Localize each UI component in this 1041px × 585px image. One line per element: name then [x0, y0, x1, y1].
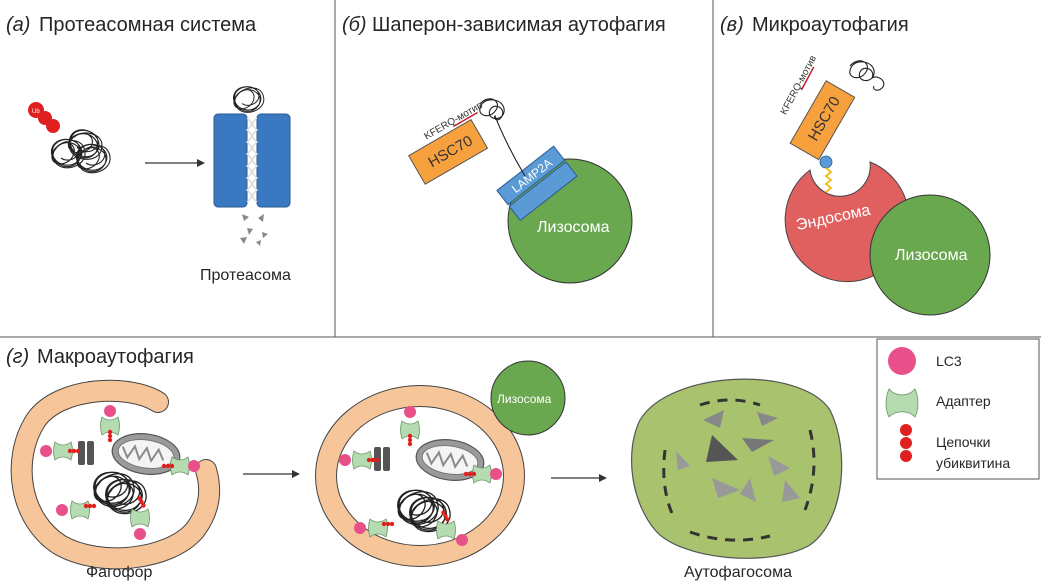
legend-ub-chain-line1: Цепочки — [936, 434, 990, 450]
legend-ub-chain-line2: убиквитина — [936, 455, 1010, 471]
autophagosome-label: Аутофагосома — [684, 564, 792, 581]
proteasome-label: Протеасома — [200, 267, 291, 284]
phagophore — [10, 379, 221, 570]
autolysosome — [631, 378, 843, 559]
ubiquitinated-protein: Ub — [28, 102, 111, 174]
panel-borders — [0, 0, 1041, 338]
adapter-icon — [885, 388, 919, 418]
closing-autophagosome — [315, 385, 525, 567]
panel-b-title: Шаперон-зависимая аутофагия — [372, 14, 666, 36]
panel-c-letter: (в) — [720, 14, 744, 36]
panel-a: (а) Протеасомная система Ub Протеасом — [6, 14, 291, 284]
panel-d: (г) Макроаутофагия Фагофор — [6, 346, 843, 581]
legend: LC3 Адаптер Цепочки убиквитина — [876, 338, 1040, 480]
panel-b-letter: (б) — [342, 14, 367, 36]
unfolded-protein-b — [479, 98, 526, 177]
ubiquitin-chain-icon — [900, 424, 912, 462]
lysosome-c — [869, 194, 991, 316]
unfolded-protein-c — [849, 60, 885, 91]
lysosome-c-label: Лизосома — [895, 247, 968, 264]
protein-strand-c — [824, 167, 833, 193]
lysosome-d-label: Лизосома — [497, 392, 552, 406]
panel-a-letter: (а) — [6, 14, 30, 36]
legend-adapter: Адаптер — [936, 393, 991, 409]
panel-d-title: Макроаутофагия — [37, 346, 194, 368]
proteasome — [213, 86, 291, 246]
legend-lc3: LC3 — [936, 353, 962, 369]
panel-d-letter: (г) — [6, 346, 29, 368]
panel-a-title: Протеасомная система — [39, 14, 257, 36]
panel-c: (в) Микроаутофагия Эндосома Лизосома HSC… — [720, 14, 991, 316]
lc3-icon — [888, 347, 916, 375]
panel-c-title: Микроаутофагия — [752, 14, 909, 36]
phagophore-label: Фагофор — [86, 564, 153, 581]
panel-b: (б) Шаперон-зависимая аутофагия Лизосома… — [342, 14, 666, 284]
ubiquitin-3 — [46, 119, 60, 133]
lysosome-d — [490, 360, 566, 436]
ub-label: Ub — [32, 109, 40, 115]
lysosome-b-label: Лизосома — [537, 219, 610, 236]
receptor-dot-c — [819, 155, 833, 169]
